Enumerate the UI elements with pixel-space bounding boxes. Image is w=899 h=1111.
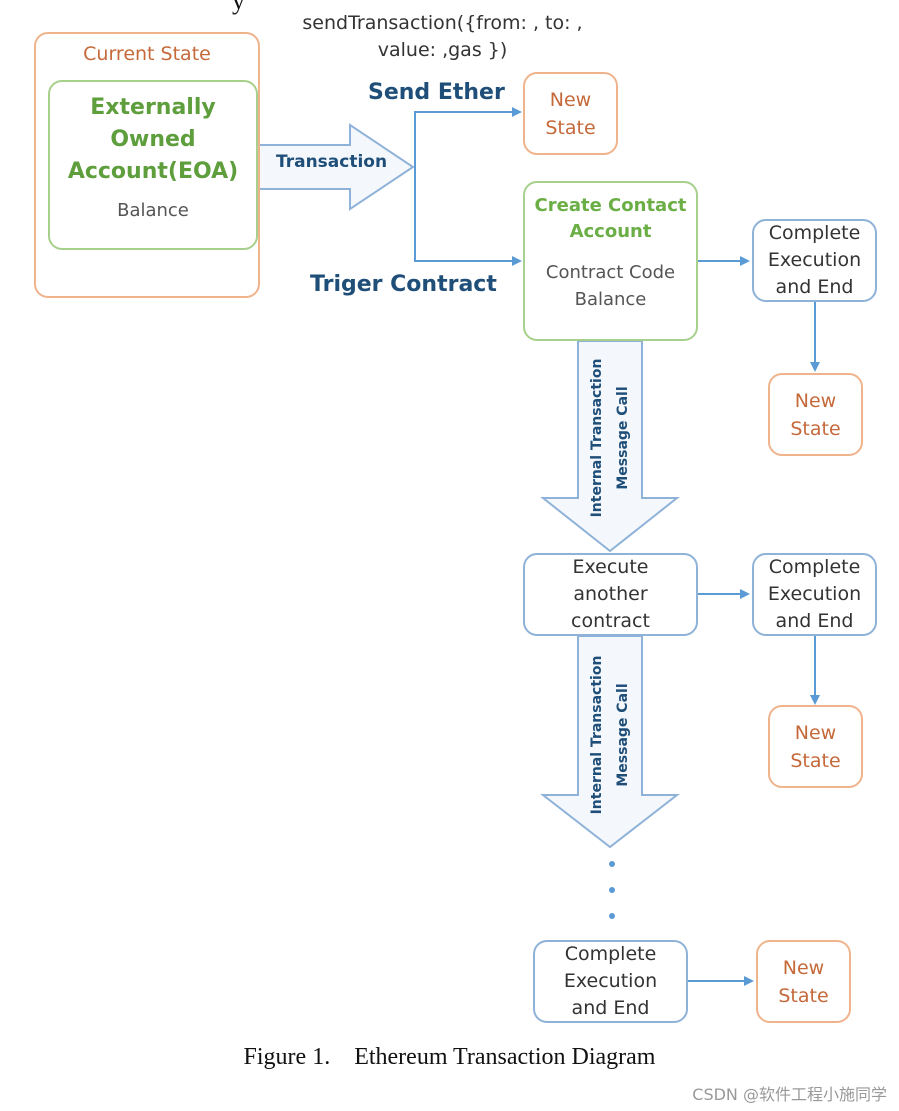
eoa-title-line: Owned	[110, 127, 196, 152]
complete-execution-box: Complete Execution and End	[752, 553, 877, 636]
new-state-line: State	[778, 984, 829, 1007]
complete-line: Complete	[768, 222, 861, 244]
transaction-label: Transaction	[276, 152, 388, 172]
message-call-label: Message Call	[615, 386, 631, 490]
complete-line: Complete	[564, 943, 657, 965]
complete-execution-box: Complete Execution and End	[533, 940, 688, 1023]
create-contract-title-line: Create Contact	[534, 195, 687, 216]
new-state-box: New State	[756, 940, 851, 1023]
create-contract-account-box: Create Contact Account Contract Code Bal…	[523, 181, 698, 341]
continuation-dot	[609, 887, 615, 893]
new-state-line: State	[790, 417, 841, 440]
current-state-title: Current State	[83, 43, 211, 65]
complete-line: and End	[775, 276, 854, 298]
contract-balance-label: Balance	[574, 289, 647, 310]
create-contract-body: Contract Code Balance	[546, 259, 675, 313]
new-state-box: New State	[523, 72, 618, 155]
eoa-title: Externally Owned Account(EOA)	[68, 92, 238, 188]
new-state-box: New State	[768, 373, 863, 456]
execute-line: Execute	[572, 556, 649, 578]
execute-line: contract	[571, 610, 650, 632]
eoa-title-line: Account(EOA)	[67, 159, 239, 184]
internal-call-arrow-1	[540, 340, 680, 553]
new-state-line: State	[545, 116, 596, 139]
send-transaction-code: sendTransaction({from: , to: , value: ,g…	[285, 10, 600, 64]
watermark: CSDN @软件工程小施同学	[692, 1085, 887, 1104]
contract-code-label: Contract Code	[545, 262, 676, 283]
create-contract-title-line: Account	[569, 221, 652, 242]
complete-line: and End	[571, 997, 650, 1019]
continuation-dot	[609, 861, 615, 867]
complete-line: Complete	[768, 556, 861, 578]
eoa-title-line: Externally	[90, 95, 216, 120]
trigger-contract-connector	[414, 167, 522, 266]
new-state-line: New	[794, 389, 837, 412]
complete-line: Execution	[563, 970, 658, 992]
execute-another-contract-box: Execute another contract	[523, 553, 698, 636]
create-contract-title: Create Contact Account	[535, 193, 687, 245]
complete-line: Execution	[767, 583, 862, 605]
execute-line: another	[573, 583, 648, 605]
transaction-block-arrow	[257, 123, 415, 211]
new-state-line: New	[794, 721, 837, 744]
trigger-contract-label: Triger Contract	[310, 272, 497, 297]
new-state-box: New State	[768, 705, 863, 788]
new-state-line: State	[790, 749, 841, 772]
send-transaction-line-1: sendTransaction({from: , to: ,	[302, 12, 583, 34]
new-state-line: New	[782, 956, 825, 979]
send-transaction-line-2: value: ,gas })	[377, 39, 508, 61]
eoa-balance: Balance	[117, 200, 189, 221]
continuation-dot	[609, 913, 615, 919]
send-ether-connector	[414, 107, 522, 167]
internal-transaction-label: Internal Transaction	[589, 655, 605, 815]
header-fragment: y	[232, 0, 245, 15]
figure-caption: Figure 1. Ethereum Transaction Diagram	[243, 1044, 656, 1070]
internal-transaction-label: Internal Transaction	[589, 358, 605, 518]
message-call-label: Message Call	[615, 683, 631, 787]
complete-line: and End	[775, 610, 854, 632]
send-ether-label: Send Ether	[368, 80, 505, 105]
complete-line: Execution	[767, 249, 862, 271]
internal-call-arrow-2	[540, 635, 680, 849]
eoa-box: Externally Owned Account(EOA) Balance	[48, 80, 258, 250]
new-state-line: New	[549, 88, 592, 111]
complete-execution-box: Complete Execution and End	[752, 219, 877, 302]
